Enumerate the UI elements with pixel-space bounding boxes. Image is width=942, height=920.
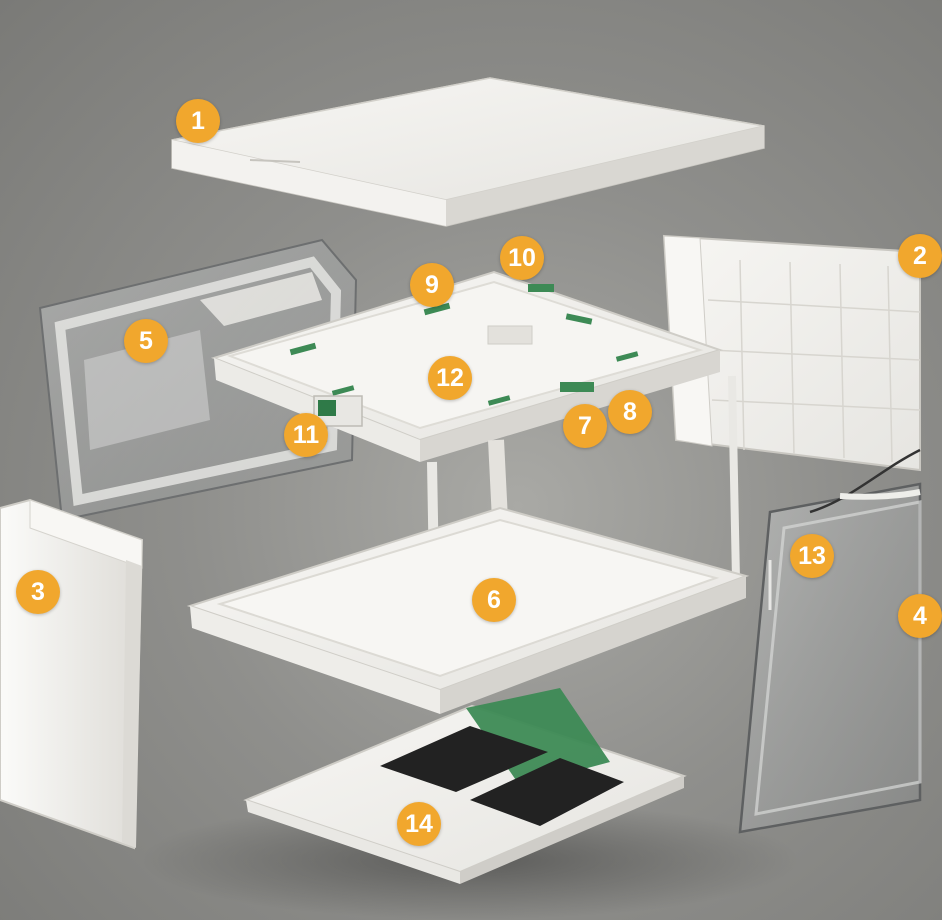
callout-7: 7 (563, 404, 607, 448)
callout-14: 14 (397, 802, 441, 846)
callout-2: 2 (898, 234, 942, 278)
glass-door-panel (738, 448, 922, 834)
left-side-panel (0, 498, 144, 850)
thermal-pad-left (380, 726, 548, 792)
rear-glass-frame (38, 238, 358, 522)
callout-12: 12 (428, 356, 472, 400)
callout-9: 9 (410, 263, 454, 307)
callout-4: 4 (898, 594, 942, 638)
tray-pcb-strips (289, 284, 639, 406)
callout-5: 5 (124, 319, 168, 363)
callout-1: 1 (176, 99, 220, 143)
callout-11: 11 (284, 413, 328, 457)
callout-6: 6 (472, 578, 516, 622)
callout-8: 8 (608, 390, 652, 434)
tray-port-module (313, 395, 363, 427)
thermal-pad-right (470, 758, 624, 826)
bottom-plate (243, 688, 687, 884)
exploded-assembly-diagram (0, 77, 922, 920)
callout-13: 13 (790, 534, 834, 578)
callout-3: 3 (16, 570, 60, 614)
callout-10: 10 (500, 236, 544, 280)
top-cover (171, 77, 765, 227)
right-back-panel (662, 234, 921, 472)
base-frame (186, 375, 750, 714)
